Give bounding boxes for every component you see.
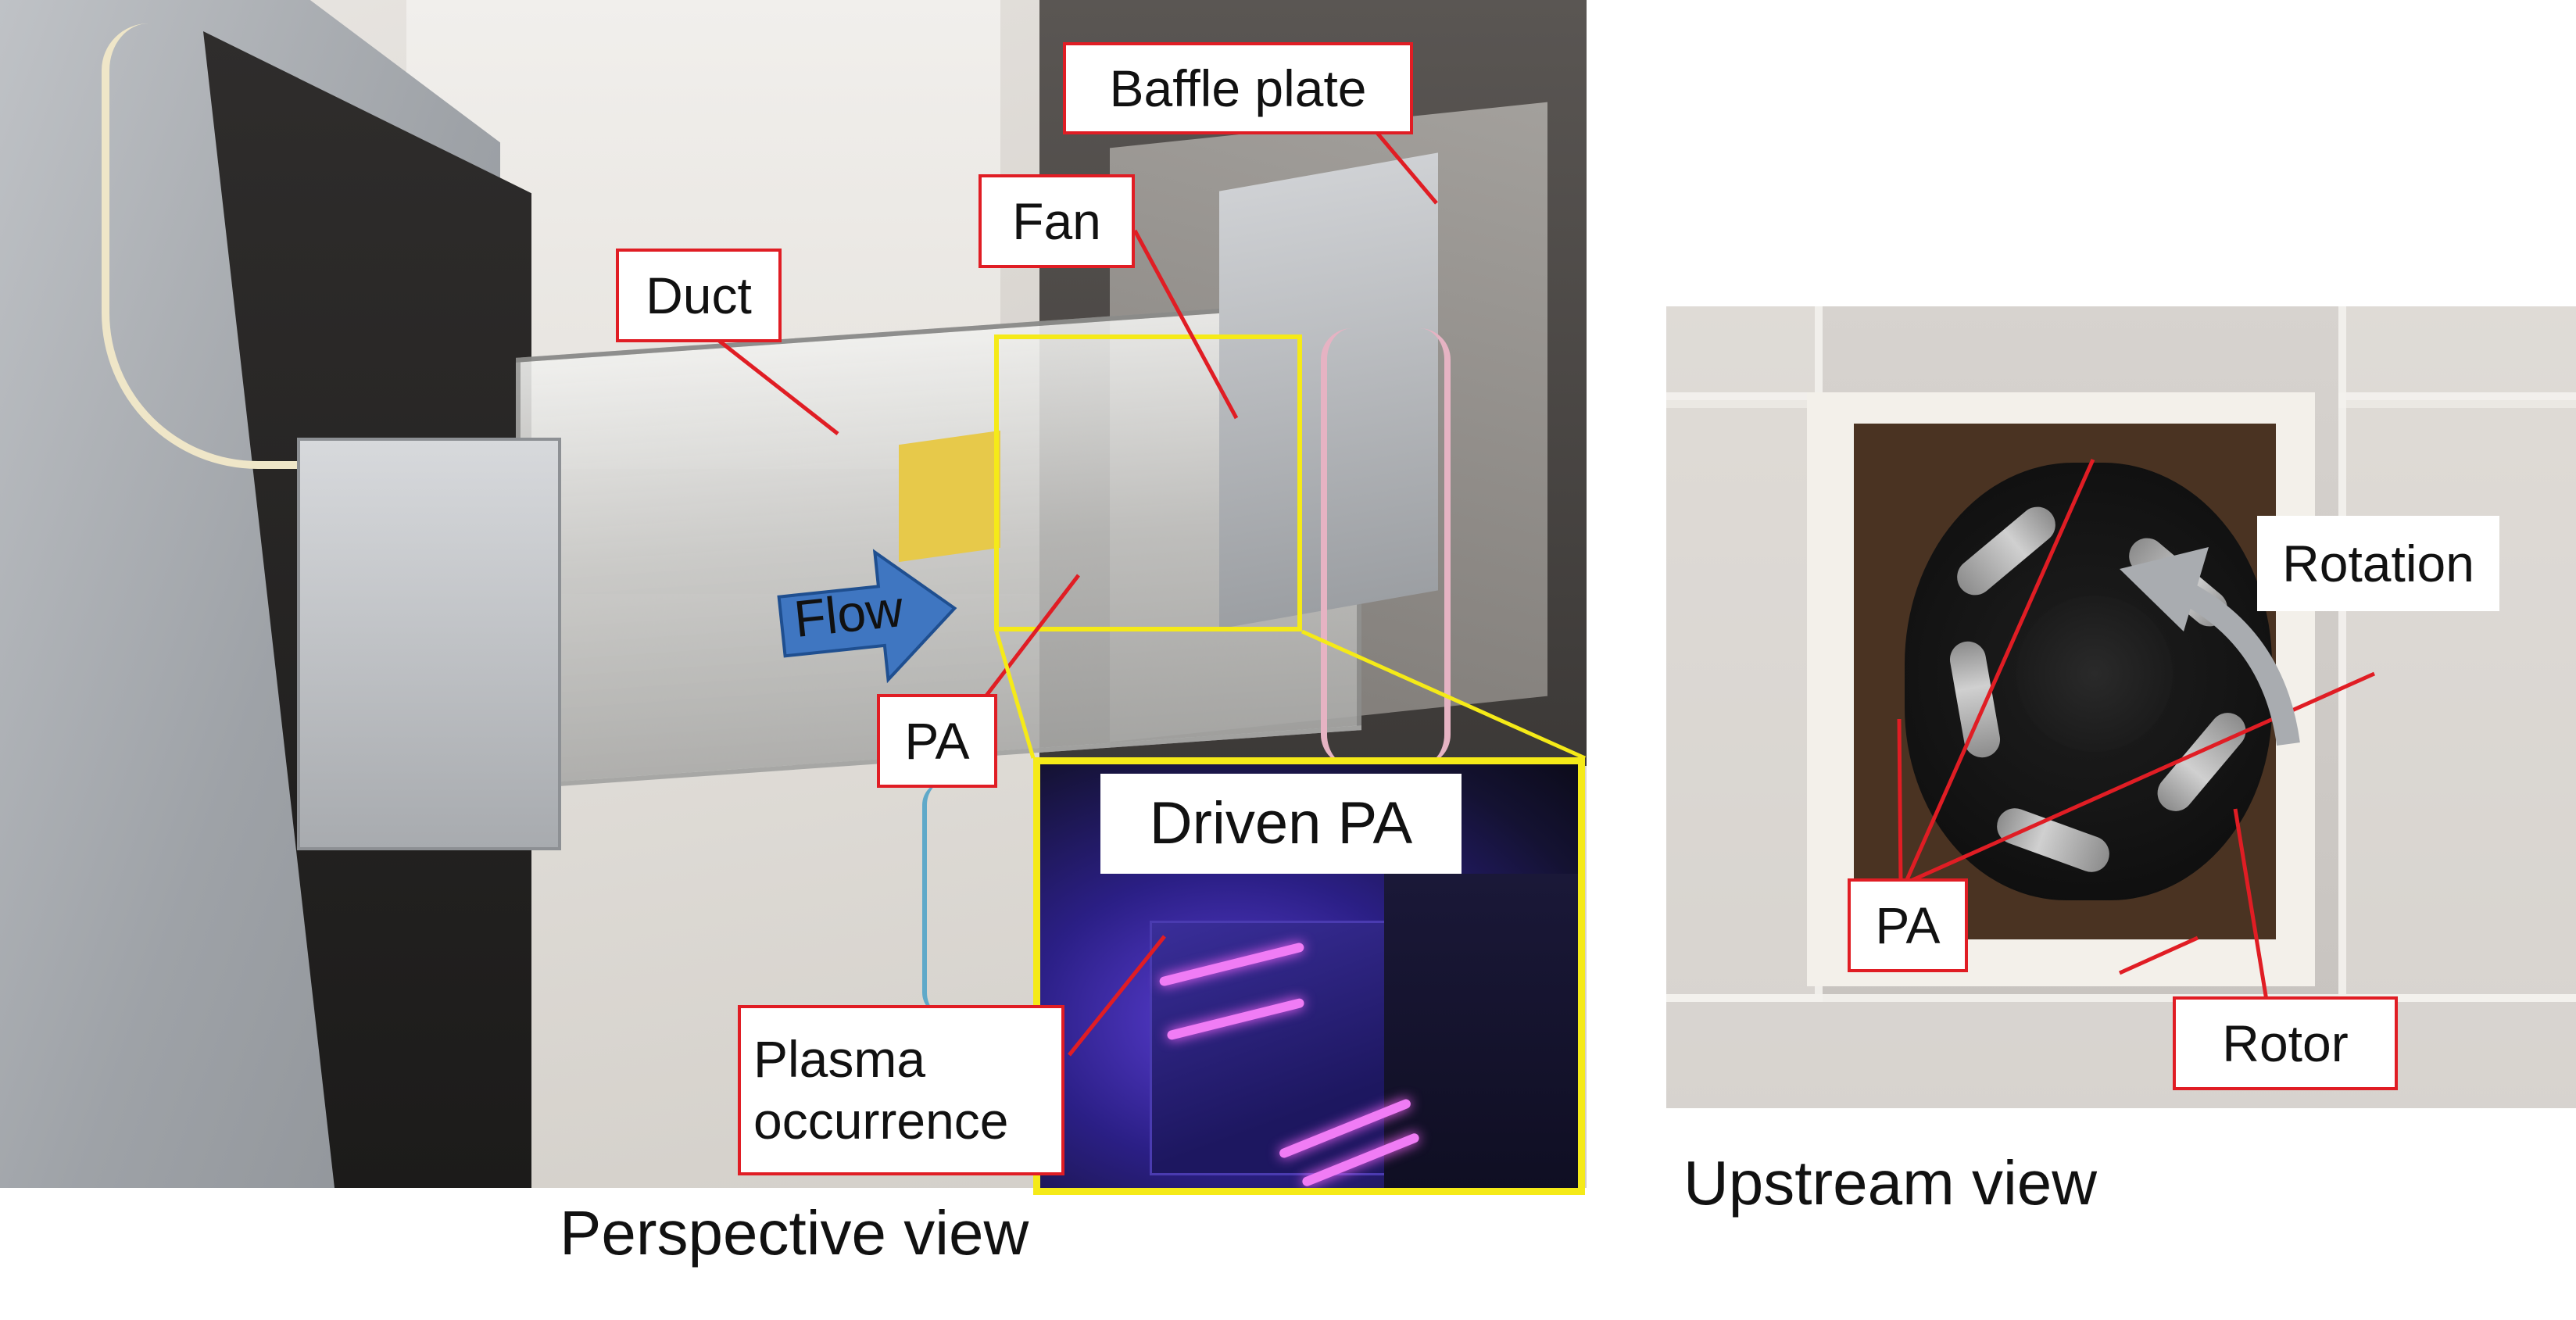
fan-label: Fan: [979, 174, 1135, 268]
pa-label: PA: [877, 694, 997, 788]
flow-arrow: [777, 549, 957, 684]
rotation-label: Rotation: [2257, 516, 2499, 611]
baffle-plate-leader: [1376, 131, 1438, 205]
fan-leader: [1132, 229, 1239, 420]
rotor-leader: [2233, 808, 2269, 1001]
pa-leader: [1897, 718, 1903, 884]
rotation-arrowhead: [2120, 547, 2209, 631]
plasma-leader: [1068, 935, 1166, 1057]
baffle-plate-label: Baffle plate: [1063, 42, 1413, 134]
rotation-arrow: [2182, 583, 2300, 746]
cream-cable: [102, 23, 344, 469]
neighbor-cell: [1666, 392, 1823, 1002]
pink-wires: [1321, 328, 1451, 766]
duct-end-plate: [297, 438, 561, 850]
duct-label: Duct: [616, 249, 782, 342]
pa-leader: [2118, 935, 2199, 975]
neighbor-cell: [2338, 392, 2576, 1002]
pa-leader: [1903, 458, 2095, 885]
pa-leader: [985, 574, 1080, 697]
inset-connector: [994, 631, 1036, 759]
plasma-occurrence-label: Plasma occurrence: [738, 1005, 1064, 1175]
inset-cavity: [1150, 921, 1428, 1175]
upstream-view-caption: Upstream view: [1683, 1148, 2098, 1218]
plasma-occurrence-text: Plasma occurrence: [753, 1029, 1009, 1150]
driven-pa-title: Driven PA: [1100, 774, 1462, 874]
fan-hub: [2016, 596, 2173, 752]
rotor-label: Rotor: [2173, 996, 2398, 1090]
pa-leader: [1904, 671, 2376, 885]
pa-label: PA: [1848, 878, 1968, 972]
inset-connector: [1301, 629, 1587, 760]
fan-highlight-box: [994, 334, 1302, 631]
neighbor-cell: [1666, 994, 2576, 1108]
perspective-view-caption: Perspective view: [560, 1198, 1029, 1268]
duct-leader: [717, 339, 839, 435]
upstream-photo: [1666, 306, 2576, 1108]
flow-label: Flow: [791, 578, 906, 649]
blue-wire: [922, 782, 1021, 1016]
